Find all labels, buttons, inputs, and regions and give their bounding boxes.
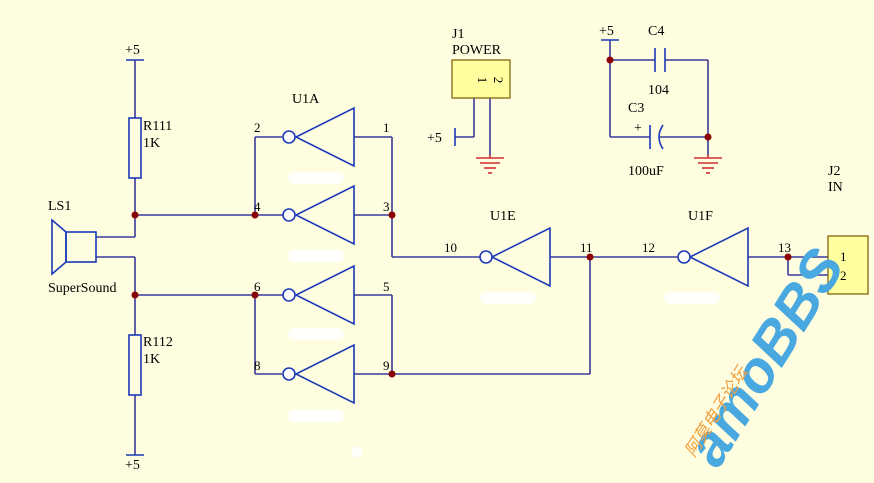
u1a-ref: U1A	[292, 92, 320, 107]
pin-13: 13	[778, 240, 791, 255]
vcc-j1: +5	[427, 128, 456, 146]
inverter-pin4-3	[282, 184, 355, 246]
ls1-ref: LS1	[48, 199, 71, 214]
vcc-top-label: +5	[125, 43, 140, 58]
u1e-ref: U1E	[490, 209, 516, 224]
ground-j1-icon	[476, 155, 504, 174]
pin-9: 9	[383, 358, 390, 373]
inverter-pin2-1	[282, 106, 355, 168]
pin-10: 10	[444, 240, 457, 255]
resistor-r111: R111 1K	[128, 117, 172, 179]
connector-j1: J1 POWER 1 2	[451, 27, 511, 99]
c3-ref: C3	[628, 101, 644, 116]
j1-pin-2: 2	[491, 77, 506, 84]
pin-12: 12	[642, 240, 655, 255]
c3-polarity: +	[634, 121, 642, 136]
vcc-c4: +5	[599, 24, 619, 41]
pin-1: 1	[383, 120, 390, 135]
blurred-labels	[288, 172, 720, 457]
pin-11: 11	[580, 240, 593, 255]
r112-value: 1K	[143, 352, 160, 367]
pin-8: 8	[254, 358, 261, 373]
capacitor-c4: C4 104	[648, 24, 669, 98]
vcc-top: +5	[125, 43, 144, 61]
vcc-j1-label: +5	[427, 131, 442, 146]
j2-ref: J2	[828, 164, 840, 179]
pin-6: 6	[254, 279, 261, 294]
r112-ref: R112	[143, 335, 173, 350]
inverter-u1f	[677, 226, 749, 288]
u1f-ref: U1F	[688, 209, 713, 224]
vcc-c4-label: +5	[599, 24, 614, 39]
connector-j2: J2 IN 1 2	[827, 164, 869, 295]
inverter-pin6-5	[282, 264, 355, 326]
vcc-bottom-label: +5	[125, 458, 140, 473]
pin-3: 3	[383, 199, 390, 214]
j1-ref: J1	[452, 27, 464, 42]
vcc-bottom: +5	[125, 454, 144, 473]
speaker-ls1: LS1 SuperSound	[48, 199, 116, 296]
inverter-u1e	[479, 226, 551, 288]
j1-pin-1: 1	[475, 77, 490, 84]
inverter-pin8-9	[282, 343, 355, 405]
pin-numbers: 2 1 4 3 6 5 8 9 10 11 12 13	[254, 120, 791, 373]
junction-dots	[131, 56, 792, 378]
pin-5: 5	[383, 279, 390, 294]
pin-4: 4	[254, 199, 261, 214]
r111-ref: R111	[143, 119, 172, 134]
r111-value: 1K	[143, 136, 160, 151]
j2-name: IN	[828, 180, 843, 195]
c4-ref: C4	[648, 24, 664, 39]
c3-value: 100uF	[628, 164, 664, 179]
j1-name: POWER	[452, 43, 502, 58]
ls1-name: SuperSound	[48, 281, 116, 296]
ground-c3-icon	[694, 155, 722, 174]
j2-pin-2: 2	[840, 268, 847, 283]
resistor-r112: R112 1K	[128, 334, 173, 396]
pin-2: 2	[254, 120, 261, 135]
c4-value: 104	[648, 83, 669, 98]
capacitor-c3: C3 + 100uF	[628, 101, 664, 179]
j2-pin-1: 1	[840, 249, 847, 264]
